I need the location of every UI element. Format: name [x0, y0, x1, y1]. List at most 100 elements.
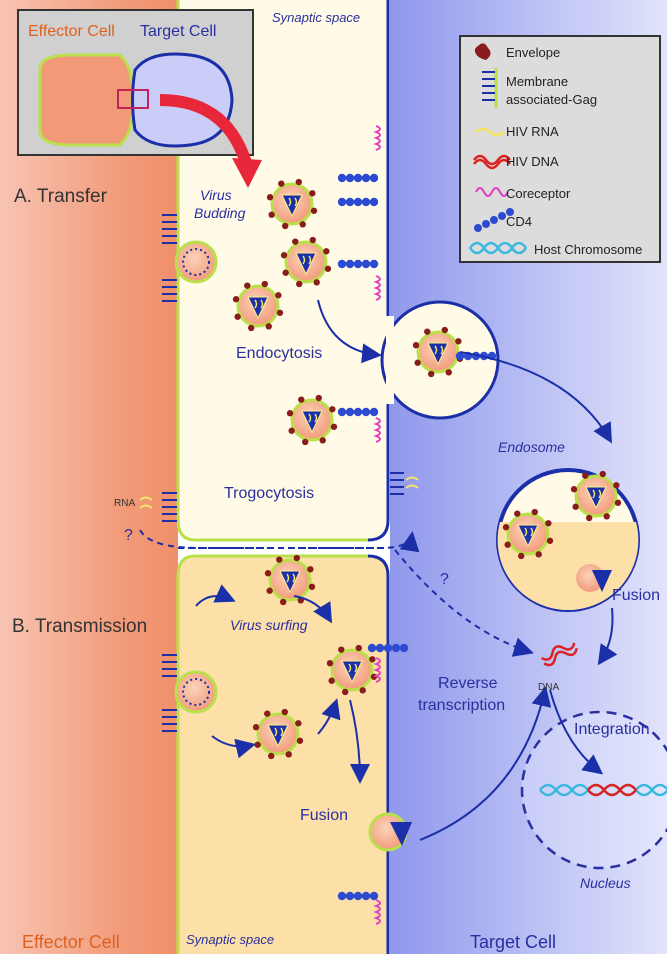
endocytic-neck [386, 316, 394, 404]
synaptic-space-bottom-label: Synaptic space [186, 932, 274, 947]
cd4-domain [399, 643, 409, 653]
envelope-spike [355, 644, 362, 652]
envelope-spike [310, 207, 318, 214]
envelope-spike [330, 423, 338, 430]
envelope-spike [603, 513, 610, 520]
coreceptor [373, 417, 381, 443]
cd4-domain [353, 197, 363, 207]
envelope-spike [264, 570, 272, 577]
envelope-spike [295, 178, 302, 186]
envelope-spike [278, 180, 285, 187]
cd4-domain [361, 891, 371, 901]
synaptic-space-top-label: Synaptic space [272, 10, 360, 25]
envelope-spike [502, 524, 510, 531]
envelope-spike [252, 724, 260, 731]
dna-label: DNA [538, 682, 559, 693]
envelope-spike [309, 236, 316, 244]
gag-brush-rna [162, 492, 177, 522]
envelope-spike [613, 482, 620, 489]
effector-membrane-bottom [176, 554, 368, 954]
legend-dna: HIV DNA [506, 154, 559, 169]
zoom-arrowhead [232, 158, 262, 188]
chromosome-icon [468, 241, 528, 255]
legend-envelope: Envelope [506, 45, 560, 60]
envelope-spike [545, 520, 552, 527]
synaptic-space-bottom [178, 556, 388, 954]
rna-icon [475, 127, 506, 137]
envelope-spike [324, 265, 332, 272]
cd4-domain [369, 197, 379, 207]
envelope-spike [285, 751, 292, 758]
envelope-spike [428, 370, 435, 378]
envelope-spike [412, 342, 420, 349]
cd4-domain [345, 173, 355, 183]
virion-rna [348, 663, 358, 673]
virion [252, 708, 304, 760]
envelope-spike [292, 238, 299, 245]
envelope-spike [614, 499, 622, 506]
target-membrane-top [367, 0, 390, 542]
envelope-spike [244, 282, 251, 289]
dna-icon [473, 154, 511, 170]
cd4-domain [361, 197, 371, 207]
envelope-spike [265, 323, 272, 330]
envelope-spike [308, 583, 316, 590]
virion [280, 236, 332, 288]
envelope-spike [281, 708, 288, 716]
nucleus [520, 710, 667, 870]
envelope-spike [234, 313, 241, 320]
integrated-dna [587, 783, 637, 797]
legend-membrane: Membrane [506, 74, 568, 89]
virion [570, 470, 622, 522]
question-mark-2: ? [440, 571, 449, 588]
envelope-spike [369, 656, 376, 663]
section-transfer: A. Transfer [14, 186, 108, 207]
virions [232, 178, 622, 760]
fusion-endosome-label: Fusion [612, 587, 660, 604]
cd4-domain [367, 643, 377, 653]
envelope-spike [309, 190, 316, 197]
envelope-spike [268, 211, 275, 218]
effector-cell-region [0, 0, 178, 954]
cd4-domain [337, 173, 347, 183]
envelope-spike [313, 279, 320, 286]
cd4-domain [337, 407, 347, 417]
trogocytosis-label: Trogocytosis [224, 485, 314, 502]
uncertain-arrows [139, 529, 534, 657]
envelope-spike [268, 752, 275, 760]
envelope-spike [319, 437, 326, 444]
envelope-spike [323, 248, 330, 255]
cd4-domain [345, 407, 355, 417]
inset-target-label: Target Cell [140, 23, 216, 40]
envelope-spike [232, 296, 240, 303]
virion [266, 178, 318, 230]
virion [264, 554, 316, 606]
reverse-transcription-label-2: transcription [418, 697, 505, 714]
envelope-spike [546, 537, 554, 544]
envelope-spike [582, 472, 589, 479]
cd4-domain [337, 259, 347, 269]
cd4-domain [361, 259, 371, 269]
legend-cd4: CD4 [506, 214, 532, 229]
coreceptor [373, 657, 381, 683]
section-transmission: B. Transmission [12, 616, 147, 637]
inset-zoom-box [117, 89, 149, 109]
cd4-domain [345, 891, 355, 901]
cd4-domain [345, 259, 355, 269]
virion [232, 280, 284, 332]
legend-rna: HIV RNA [506, 124, 559, 139]
coreceptor [373, 275, 381, 301]
cd4-domain [455, 351, 465, 361]
cd4-domain [369, 259, 379, 269]
virion-rna [592, 489, 602, 499]
envelope-spike [302, 438, 309, 446]
envelope-spike [254, 741, 261, 748]
envelope-spike [329, 406, 336, 413]
virion-rna [286, 573, 296, 583]
virion [286, 394, 338, 446]
envelope-spike [266, 587, 273, 594]
envelope-spike [359, 687, 366, 694]
envelope-spike [276, 309, 284, 316]
envelope-spike [280, 252, 288, 259]
cd4-domain [353, 259, 363, 269]
